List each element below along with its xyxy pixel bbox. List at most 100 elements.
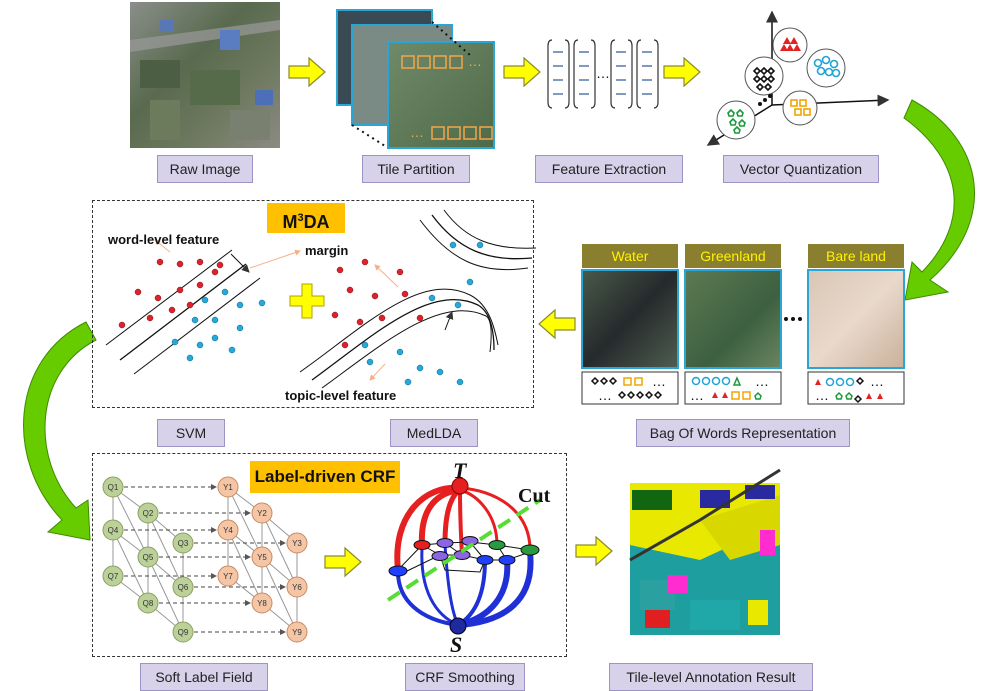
medlda-red-point — [396, 268, 404, 276]
bow-images — [581, 269, 905, 405]
crf-title: Label-driven CRF — [250, 461, 400, 493]
svg-text:…: … — [652, 373, 666, 389]
raw-image — [130, 2, 280, 148]
q-node — [102, 565, 124, 587]
m3da-title-m: M — [282, 212, 298, 232]
svm-blue-point — [228, 346, 236, 354]
svm-blue-point — [186, 354, 194, 362]
svg-text:…: … — [410, 124, 424, 140]
caption-annotation-result: Tile-level Annotation Result — [609, 663, 813, 691]
arrow-bow-to-m3da — [538, 308, 576, 340]
svm-red-point — [154, 294, 162, 302]
word-level-label: word-level feature — [107, 232, 219, 247]
category-water: Water — [582, 244, 678, 268]
y-node — [217, 476, 239, 498]
caption-tile-partition: Tile Partition — [362, 155, 470, 183]
m3da-title-sup: 3 — [297, 212, 304, 224]
svm-blue-point — [171, 338, 179, 346]
svm-red-point — [118, 321, 126, 329]
svg-text:…: … — [870, 373, 884, 389]
caption-medlda: MedLDA — [390, 419, 478, 447]
y-node-label: Y5 — [257, 553, 267, 562]
svm-red-point — [211, 268, 219, 276]
medlda-red-point — [361, 258, 369, 266]
svm-red-point — [196, 258, 204, 266]
medlda-blue-point — [366, 358, 374, 366]
y-node-label: Y9 — [292, 628, 302, 637]
bow-ellipsis: …… …… …… — [598, 373, 884, 403]
svm-plot — [105, 239, 301, 375]
q-node — [102, 519, 124, 541]
green-arrow-right — [903, 99, 975, 301]
caption-feature-extraction: Feature Extraction — [535, 155, 683, 183]
y-node-label: Y4 — [223, 526, 233, 535]
soft-field-edge — [112, 529, 149, 604]
y-node-label: Y1 — [223, 483, 233, 492]
medlda-blue-point — [404, 378, 412, 386]
svm-red-point — [156, 258, 164, 266]
svm-blue-point — [196, 341, 204, 349]
medlda-red-point — [378, 314, 386, 322]
caption-svm: SVM — [157, 419, 225, 447]
soft-field-edge — [227, 529, 263, 604]
q-node — [172, 621, 194, 643]
svg-text:…: … — [690, 387, 704, 403]
margin-label: margin — [305, 243, 348, 258]
medlda-blue-point — [436, 368, 444, 376]
svg-text:…: … — [755, 373, 769, 389]
medlda-blue-point — [476, 241, 484, 249]
y-node — [251, 592, 273, 614]
annotation-result-map — [629, 468, 781, 635]
crf-box — [92, 453, 567, 657]
y-node-label: Y8 — [257, 599, 267, 608]
caption-soft-label-field: Soft Label Field — [140, 663, 268, 691]
feature-vectors: … — [547, 39, 659, 109]
caption-vector-quantization: Vector Quantization — [723, 155, 879, 183]
medlda-blue-point — [428, 294, 436, 302]
crf-s-label: S — [450, 632, 462, 657]
svm-red-point — [216, 261, 224, 269]
svm-red-point — [168, 306, 176, 314]
soft-field-edge — [227, 486, 263, 558]
y-node — [286, 621, 308, 643]
medlda-red-point — [331, 311, 339, 319]
caption-bag-of-words: Bag Of Words Representation — [636, 419, 850, 447]
y-node-label: Y3 — [292, 539, 302, 548]
m3da-title: M3DA — [267, 203, 345, 233]
medlda-red-point — [346, 286, 354, 294]
medlda-red-point — [416, 314, 424, 322]
svm-red-point — [146, 314, 154, 322]
y-node-label: Y2 — [257, 509, 267, 518]
svm-red-point — [196, 281, 204, 289]
svm-blue-point — [211, 316, 219, 324]
q-node — [137, 502, 159, 524]
q-node-label: Q1 — [108, 483, 119, 492]
tile-partition: … … — [336, 9, 495, 149]
svm-blue-point — [191, 316, 199, 324]
q-node-label: Q5 — [143, 553, 154, 562]
medlda-plot — [299, 209, 537, 389]
q-node-label: Q2 — [143, 509, 154, 518]
soft-field-edge — [261, 556, 298, 633]
medlda-blue-point — [396, 348, 404, 356]
topic-level-label: topic-level feature — [285, 388, 396, 403]
q-node — [172, 576, 194, 598]
q-node — [172, 532, 194, 554]
svm-blue-point — [211, 334, 219, 342]
medlda-blue-point — [449, 241, 457, 249]
svm-red-point — [176, 286, 184, 294]
soft-field-edge — [112, 486, 149, 558]
q-node-label: Q3 — [178, 539, 189, 548]
svm-red-point — [134, 288, 142, 296]
crf-graph — [386, 477, 542, 635]
soft-field-edge — [147, 512, 184, 588]
q-node — [102, 476, 124, 498]
green-arrow-left — [23, 321, 97, 541]
soft-field-edge — [261, 512, 298, 588]
q-node-label: Q8 — [143, 599, 154, 608]
crf-t-label: T — [453, 458, 468, 483]
svg-text:…: … — [468, 53, 482, 69]
crf-title-text: Label-driven CRF — [254, 467, 396, 486]
q-node-label: Q6 — [178, 583, 189, 592]
